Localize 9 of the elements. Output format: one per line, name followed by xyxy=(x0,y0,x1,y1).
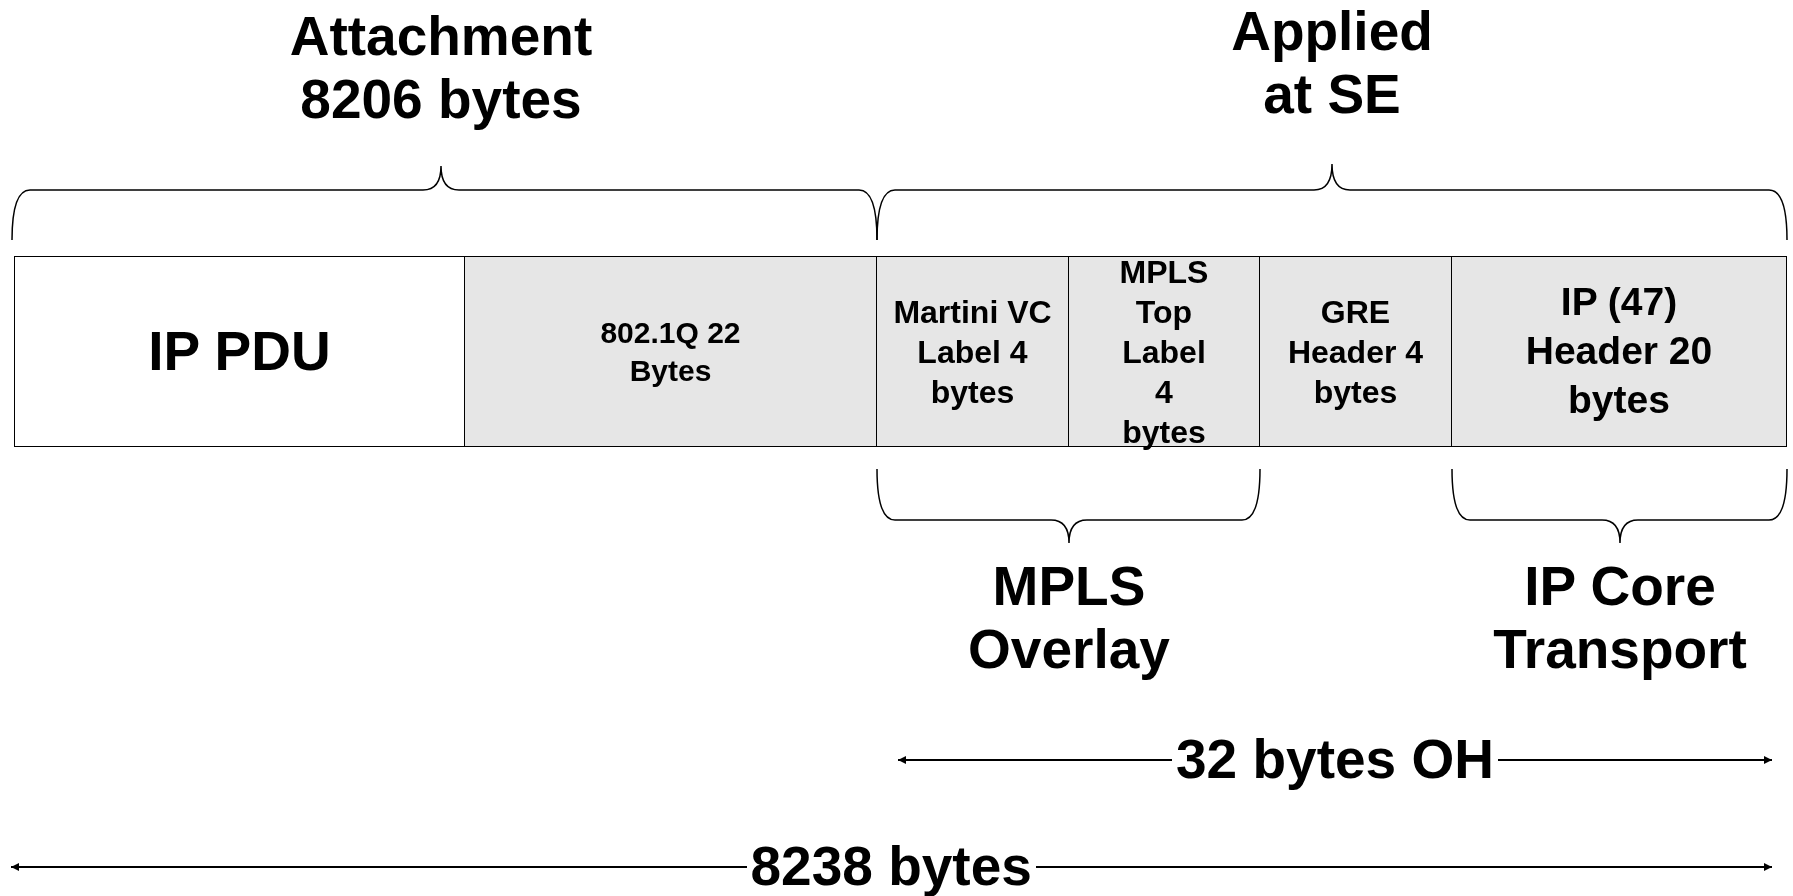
packet-field: GRE Header 4 bytes xyxy=(1260,256,1452,447)
group-label: MPLS Overlay xyxy=(967,555,1171,682)
packet-field: IP PDU xyxy=(14,256,465,447)
packet-field: 802.1Q 22 Bytes xyxy=(465,256,877,447)
packet-field: IP (47) Header 20 bytes xyxy=(1452,256,1787,447)
group-label: Attachment 8206 bytes xyxy=(288,5,594,132)
group-label: Applied at SE xyxy=(1230,0,1434,127)
group-label: IP Core Transport xyxy=(1492,555,1748,682)
packet-field: Martini VC Label 4 bytes xyxy=(877,256,1069,447)
